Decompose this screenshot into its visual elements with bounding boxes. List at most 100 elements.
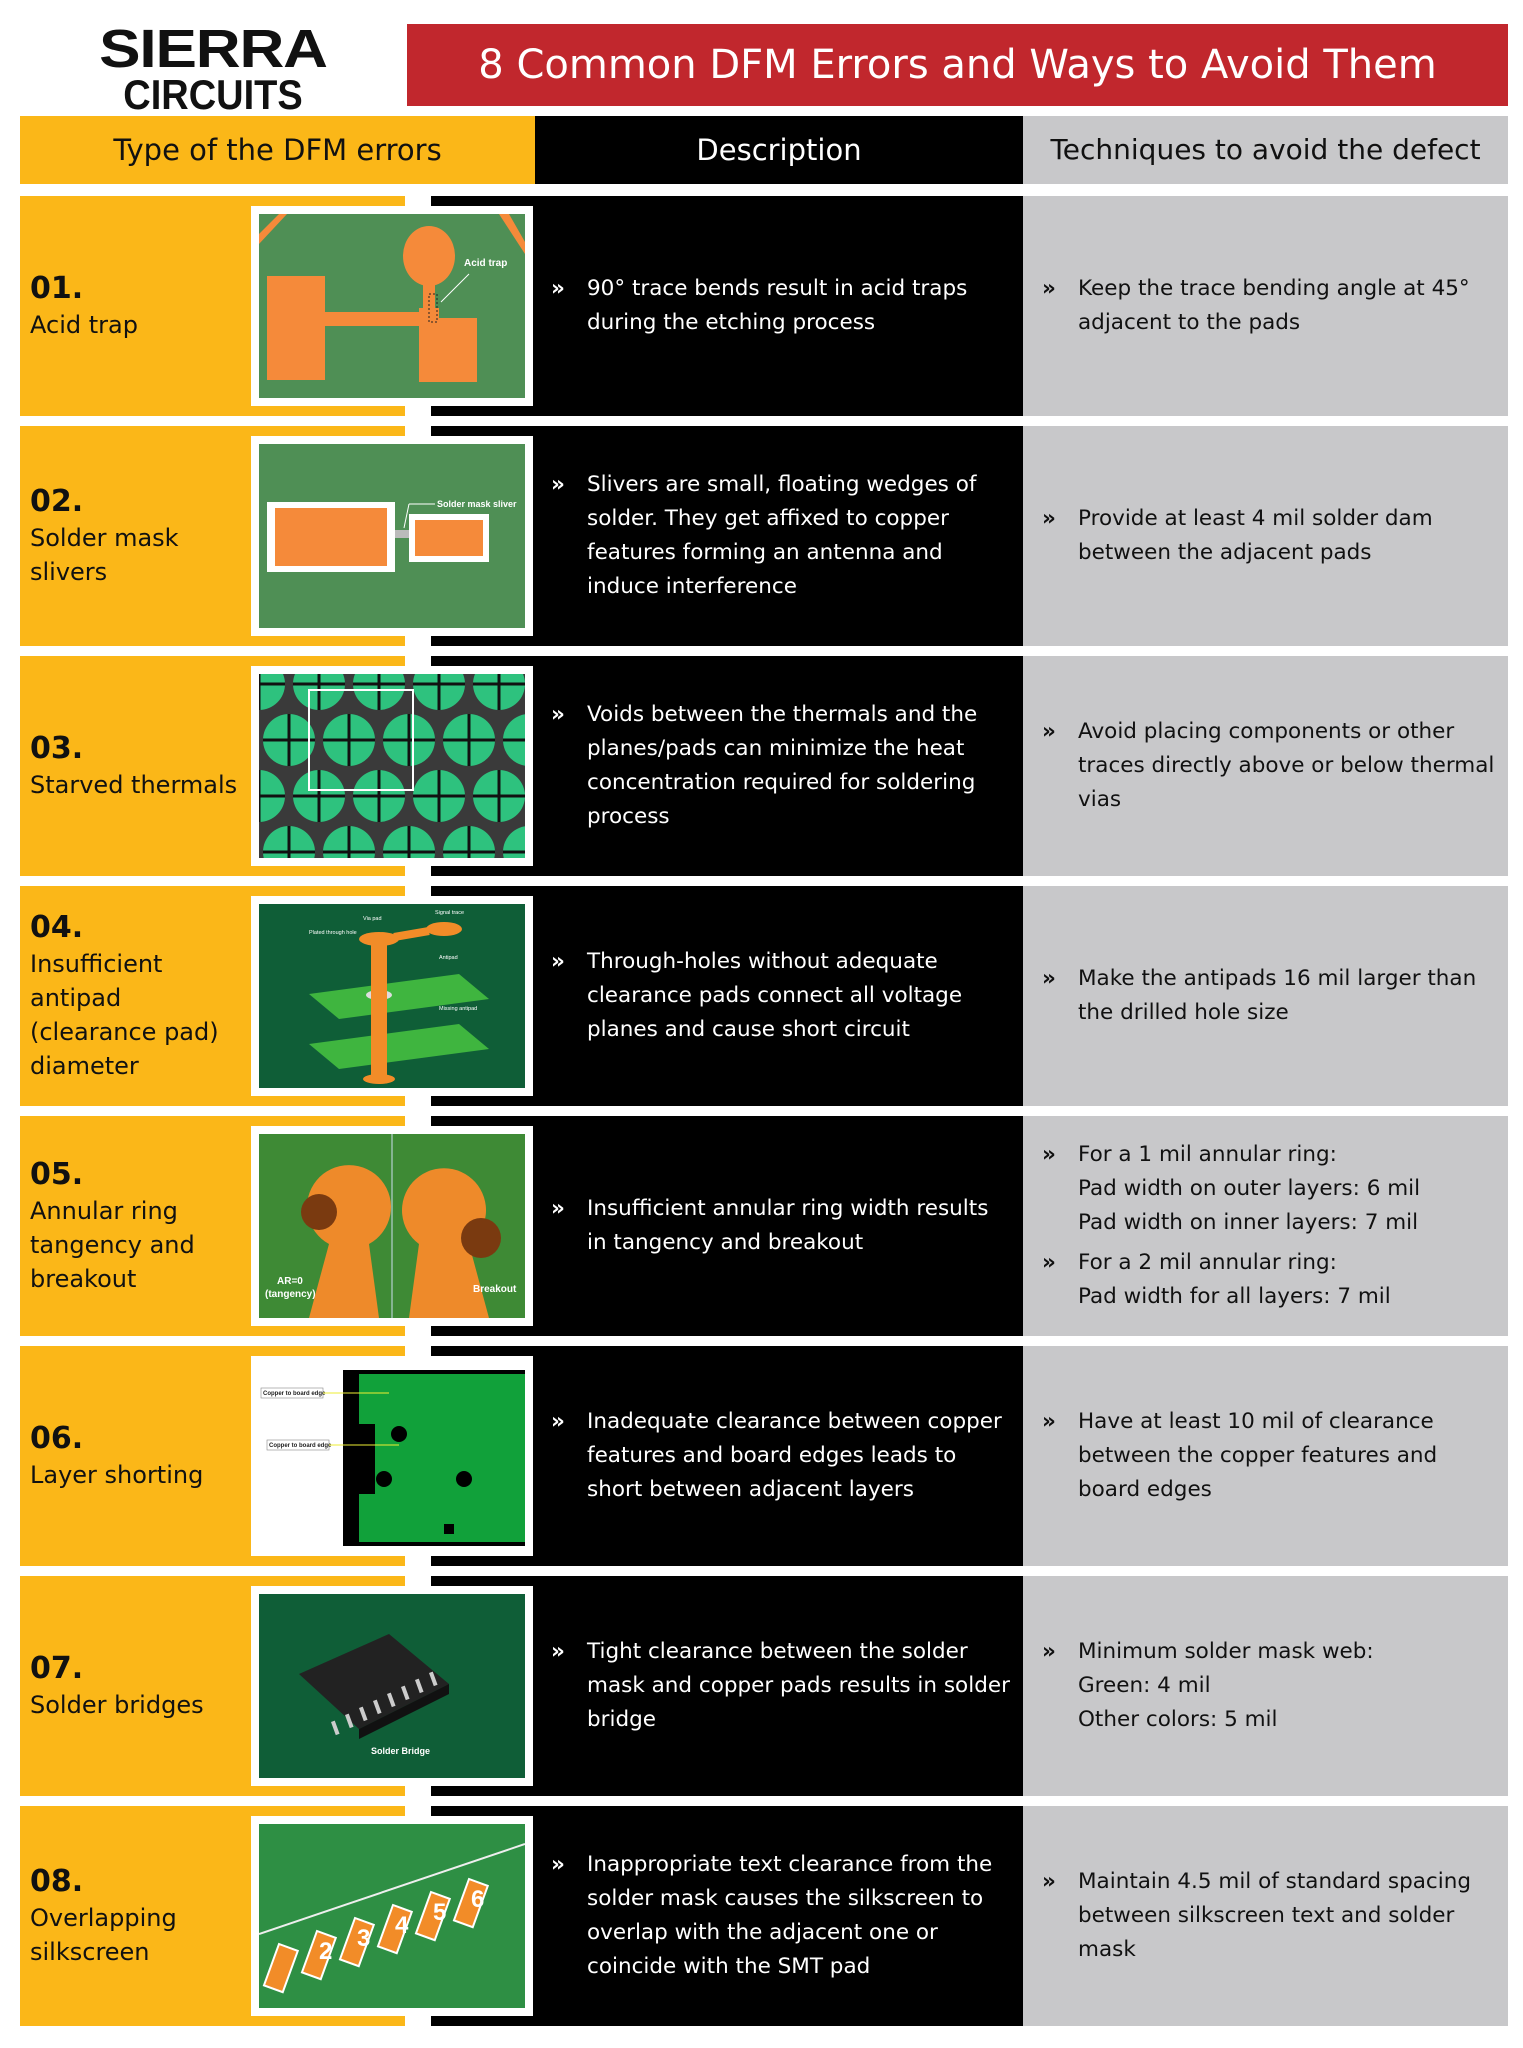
description-bullet: »Through-holes without adequate clearanc… bbox=[551, 945, 1011, 1047]
error-number: 01. bbox=[30, 271, 84, 306]
techniques-text: Make the antipads 16 mil larger than the… bbox=[1078, 966, 1477, 1025]
annular-ring-image: AR=0(tangency)Breakout bbox=[259, 1134, 525, 1318]
table-row: 01.Acid trap Acid trap »90° trace bends … bbox=[0, 196, 1523, 416]
techniques: » Keep the trace bending angle at 45° adj… bbox=[1042, 196, 1504, 416]
error-name: Layer shorting bbox=[30, 1461, 204, 1489]
techniques-text: Keep the trace bending angle at 45° adja… bbox=[1078, 276, 1470, 335]
chevron-icon: » bbox=[551, 1196, 565, 1221]
description: »Insufficient annular ring width results… bbox=[551, 1116, 1011, 1336]
error-number: 02. bbox=[30, 484, 84, 519]
svg-text:Antipad: Antipad bbox=[439, 955, 458, 961]
chevron-icon: » bbox=[551, 472, 565, 497]
chevron-icon: » bbox=[1042, 1142, 1056, 1167]
error-type: 03.Starved thermals bbox=[30, 656, 245, 876]
chevron-icon: » bbox=[551, 1852, 565, 1877]
error-number: 04. bbox=[30, 910, 84, 945]
chevron-icon: » bbox=[1042, 966, 1056, 991]
error-name: Solder mask slivers bbox=[30, 524, 179, 586]
techniques-bullet: » Make the antipads 16 mil larger than th… bbox=[1042, 962, 1504, 1030]
error-name: Insufficient antipad (clearance pad) dia… bbox=[30, 950, 219, 1080]
techniques-cell bbox=[1023, 1806, 1508, 2026]
chevron-icon: » bbox=[1042, 1639, 1056, 1664]
logo-line1: SIERRA bbox=[99, 19, 328, 79]
techniques: »Maintain 4.5 mil of standard spacing be… bbox=[1042, 1806, 1504, 2026]
techniques-bullet: »For a 2 mil annular ring: Pad width for… bbox=[1042, 1246, 1504, 1314]
table-row: 02. Solder mask slivers Solder mask slive… bbox=[0, 426, 1523, 646]
chevron-icon: » bbox=[551, 1639, 565, 1664]
description-bullet: » Tight clearance between the solder mask… bbox=[551, 1635, 1011, 1737]
error-type: 04. Insufficient antipad (clearance pad) … bbox=[30, 886, 245, 1106]
error-number: 05. bbox=[30, 1157, 84, 1192]
error-type: 02. Solder mask slivers bbox=[30, 426, 245, 646]
techniques-cell bbox=[1023, 1576, 1508, 1796]
chevron-icon: » bbox=[551, 1409, 565, 1434]
techniques-cell bbox=[1023, 426, 1508, 646]
header-techniques: Techniques to avoid the defect bbox=[1023, 116, 1508, 184]
svg-text:Missing antipad: Missing antipad bbox=[439, 1006, 477, 1012]
techniques-cell bbox=[1023, 656, 1508, 876]
header-description: Description bbox=[535, 116, 1023, 184]
description-bullet: »Insufficient annular ring width results… bbox=[551, 1192, 1011, 1260]
techniques-text: Have at least 10 mil of clearance betwee… bbox=[1078, 1409, 1438, 1502]
description-bullet: » Inappropriate text clearance from the s… bbox=[551, 1848, 1011, 1984]
error-illustration: Solder mask sliver bbox=[251, 436, 533, 636]
techniques-cell bbox=[1023, 1116, 1508, 1336]
acid-trap-image: Acid trap bbox=[259, 214, 525, 398]
techniques: » Make the antipads 16 mil larger than th… bbox=[1042, 886, 1504, 1106]
chevron-icon: » bbox=[1042, 1869, 1056, 1894]
techniques-text: Provide at least 4 mil solder dam betwee… bbox=[1078, 506, 1433, 565]
description: » Slivers are small, floating wedges of s… bbox=[551, 426, 1011, 646]
error-illustration bbox=[251, 666, 533, 866]
error-name: Overlapping silkscreen bbox=[30, 1904, 177, 1966]
chevron-icon: » bbox=[1042, 506, 1056, 531]
description-bullet: »Voids between the thermals and the plan… bbox=[551, 698, 1011, 834]
techniques-bullet: » Provide at least 4 mil solder dam betwe… bbox=[1042, 502, 1504, 570]
techniques-bullet: »For a 1 mil annular ring: Pad width on … bbox=[1042, 1138, 1504, 1240]
description: »Voids between the thermals and the plan… bbox=[551, 656, 1011, 876]
techniques: » Minimum solder mask web: Green: 4 mil O… bbox=[1042, 1576, 1504, 1796]
description-bullet: »Inadequate clearance between copper fea… bbox=[551, 1405, 1011, 1507]
description: »Through-holes without adequate clearanc… bbox=[551, 886, 1011, 1106]
description-text: Through-holes without adequate clearance… bbox=[587, 949, 963, 1042]
description-text: Inappropriate text clearance from the so… bbox=[587, 1852, 993, 1979]
chevron-icon: » bbox=[1042, 276, 1056, 301]
description-bullet: » Slivers are small, floating wedges of s… bbox=[551, 468, 1011, 604]
error-illustration: AR=0(tangency)Breakout bbox=[251, 1126, 533, 1326]
error-type: 05.Annular ring tangency and breakout bbox=[30, 1116, 245, 1336]
description: »90° trace bends result in acid traps du… bbox=[551, 196, 1011, 416]
svg-text:Plated through hole: Plated through hole bbox=[309, 930, 357, 936]
error-name: Solder bridges bbox=[30, 1691, 204, 1719]
starved-thermals-image bbox=[259, 674, 525, 858]
techniques-cell bbox=[1023, 1346, 1508, 1566]
table-row: 04. Insufficient antipad (clearance pad) … bbox=[0, 886, 1523, 1106]
description-text: Voids between the thermals and the plane… bbox=[587, 702, 978, 829]
chevron-icon: » bbox=[1042, 719, 1056, 744]
techniques: »Avoid placing components or other trace… bbox=[1042, 656, 1504, 876]
techniques-bullet: »Have at least 10 mil of clearance betwe… bbox=[1042, 1405, 1504, 1507]
chevron-icon: » bbox=[1042, 1250, 1056, 1275]
svg-text:AR=0: AR=0 bbox=[277, 1276, 303, 1287]
logo-line2: CIRCUITS bbox=[123, 72, 303, 120]
error-type: 01.Acid trap bbox=[30, 196, 245, 416]
error-number: 06. bbox=[30, 1421, 84, 1456]
error-type: 07.Solder bridges bbox=[30, 1576, 245, 1796]
svg-text:Via pad: Via pad bbox=[363, 916, 382, 922]
techniques-cell bbox=[1023, 886, 1508, 1106]
techniques: »For a 1 mil annular ring: Pad width on … bbox=[1042, 1116, 1504, 1336]
svg-text:4: 4 bbox=[395, 1912, 409, 1939]
svg-text:6: 6 bbox=[471, 1886, 484, 1913]
techniques: » Provide at least 4 mil solder dam betwe… bbox=[1042, 426, 1504, 646]
techniques-bullet: »Maintain 4.5 mil of standard spacing be… bbox=[1042, 1865, 1504, 1967]
techniques-cell bbox=[1023, 196, 1508, 416]
image-label: Acid trap bbox=[464, 258, 507, 269]
description-text: Slivers are small, floating wedges of so… bbox=[587, 472, 977, 599]
description: » Inappropriate text clearance from the s… bbox=[551, 1806, 1011, 2026]
description-text: Tight clearance between the solder mask … bbox=[587, 1639, 1010, 1732]
solder-bridge-image: Solder Bridge bbox=[259, 1594, 525, 1778]
techniques-text: Minimum solder mask web: Green: 4 mil Ot… bbox=[1078, 1639, 1374, 1732]
header-type: Type of the DFM errors bbox=[20, 116, 535, 184]
